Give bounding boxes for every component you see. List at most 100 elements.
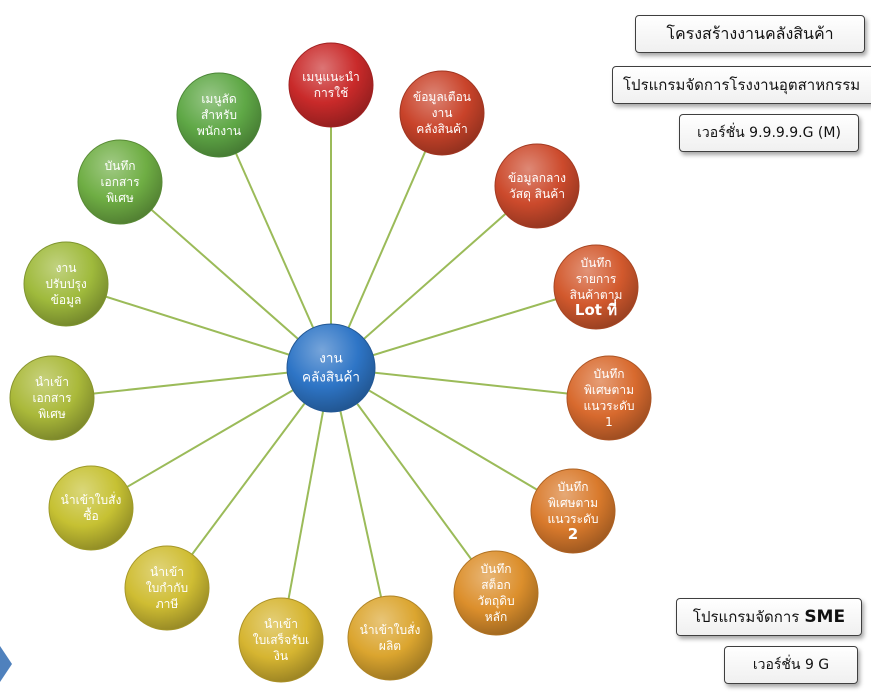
node-special-level-1-label-line: บันทึก	[594, 367, 625, 381]
node-staff-shortcut-circle[interactable]	[176, 72, 262, 158]
node-import-receipt-label-line: งิน	[273, 649, 288, 663]
connector-line	[119, 181, 332, 369]
node-import-po[interactable]: นำเข้าใบสั่งซื้อ	[48, 465, 134, 551]
program-name: โปรแกรมจัดการโรงงานอุตสาหกรรม	[623, 76, 861, 94]
node-import-special-doc-label-line: พิเศษ	[38, 407, 66, 421]
node-warehouse-alert-label-line: งาน	[432, 106, 453, 120]
node-import-special-doc-label-line: เอกสาร	[32, 391, 72, 405]
node-warehouse-alert[interactable]: ข้อมูลเตือนงานคลังสินค้า	[399, 70, 485, 156]
node-data-improve[interactable]: งานปรับปรุงข้อมูล	[23, 241, 109, 327]
node-import-production[interactable]: นำเข้าใบสั่งผลิต	[347, 595, 433, 681]
node-warehouse-alert-circle[interactable]	[399, 70, 485, 156]
node-lot-record-label-line: สินค้าตาม	[570, 288, 623, 302]
node-staff-shortcut-label: เมนูลัดสำหรับพนักงาน	[197, 92, 241, 138]
version-label: เวอร์ชั่น 9.9.9.9.G (M)	[697, 125, 841, 141]
node-import-production-circle[interactable]	[347, 595, 433, 681]
node-warehouse-alert-label-line: ข้อมูลเตือน	[413, 90, 471, 105]
node-central-material-circle[interactable]	[494, 143, 580, 229]
node-import-tax-label-line: ภาษี	[156, 597, 179, 611]
node-import-special-doc-circle[interactable]	[9, 355, 95, 441]
node-lot-record-label-line: บันทึก	[581, 256, 612, 270]
node-import-receipt-label-line: ใบเสร็จรับเ	[253, 632, 310, 647]
node-data-improve-label: งานปรับปรุงข้อมูล	[45, 261, 87, 308]
node-special-doc-record-label: บันทึกเอกสารพิเศษ	[100, 159, 140, 205]
node-import-special-doc[interactable]: นำเข้าเอกสารพิเศษ	[9, 355, 95, 441]
diagram-title-box: โครงสร้างงานคลังสินค้า	[635, 15, 865, 53]
node-special-level-2-circle[interactable]	[530, 468, 616, 554]
node-raw-stock-label: บันทึกสต็อกวัตถุดิบหลัก	[477, 562, 514, 624]
node-special-doc-record-circle[interactable]	[77, 139, 163, 225]
center-node-label-line: คลังสินค้า	[302, 370, 360, 386]
node-data-improve-circle[interactable]	[23, 241, 109, 327]
node-special-doc-record[interactable]: บันทึกเอกสารพิเศษ	[77, 139, 163, 225]
connector-line	[51, 367, 332, 399]
sme-program-bold: SME	[804, 607, 846, 627]
node-raw-stock-label-line: สต็อก	[481, 577, 511, 592]
sme-version-box: เวอร์ชั่น 9 G	[724, 646, 858, 684]
node-staff-shortcut-label-line: พนักงาน	[197, 124, 241, 138]
node-raw-stock-circle[interactable]	[453, 550, 539, 636]
node-raw-stock-label-line: วัตถุดิบ	[477, 594, 514, 609]
node-guide-menu[interactable]: เมนูแนะนำการใช้	[288, 42, 374, 128]
node-data-improve-label-line: ข้อมูล	[51, 293, 82, 308]
node-import-receipt[interactable]: นำเข้าใบเสร็จรับเงิน	[238, 597, 324, 683]
node-special-level-2-label-line: บันทึก	[558, 480, 589, 494]
sme-program-prefix: โปรแกรมจัดการ	[692, 608, 800, 626]
node-data-improve-label-line: ปรับปรุง	[45, 277, 87, 292]
node-import-tax-label-line: ใบกำกับ	[146, 581, 188, 595]
connector-line	[90, 367, 332, 509]
node-import-production-label-line: ผลิต	[379, 639, 401, 653]
node-import-special-doc-label: นำเข้าเอกสารพิเศษ	[32, 375, 72, 421]
node-special-level-1-label-line: 1	[605, 415, 613, 429]
node-raw-stock-label-line: หลัก	[485, 610, 508, 624]
connector-line	[280, 367, 332, 641]
node-guide-menu-label-line: เมนูแนะนำ	[302, 70, 360, 85]
center-node-warehouse[interactable]: งานคลังสินค้า	[286, 323, 376, 413]
node-import-tax[interactable]: นำเข้าใบกำกับภาษี	[124, 545, 210, 631]
connector-line	[330, 367, 391, 639]
node-special-level-1-label-line: แนวระดับ	[584, 399, 635, 413]
node-import-special-doc-label-line: นำเข้า	[35, 375, 69, 389]
node-warehouse-alert-label-line: คลังสินค้า	[416, 122, 468, 136]
node-central-material[interactable]: ข้อมูลกลางวัสดุ สินค้า	[494, 143, 580, 229]
node-raw-stock[interactable]: บันทึกสต็อกวัตถุดิบหลัก	[453, 550, 539, 636]
node-import-po-circle[interactable]	[48, 465, 134, 551]
node-import-receipt-label: นำเข้าใบเสร็จรับเงิน	[253, 617, 310, 663]
connector-line	[330, 367, 574, 512]
node-lot-record-label-line: Lot ที่	[575, 299, 617, 319]
version-box: เวอร์ชั่น 9.9.9.9.G (M)	[679, 114, 859, 152]
diagram-title: โครงสร้างงานคลังสินค้า	[666, 23, 834, 43]
connector-line	[330, 367, 497, 594]
node-data-improve-label-line: งาน	[56, 261, 77, 275]
node-guide-menu-circle[interactable]	[288, 42, 374, 128]
node-special-doc-record-label-line: เอกสาร	[100, 175, 140, 189]
node-import-tax-label: นำเข้าใบกำกับภาษี	[146, 565, 188, 611]
connector-line	[218, 114, 332, 369]
node-import-tax-circle[interactable]	[124, 545, 210, 631]
nav-arrow-icon[interactable]	[0, 646, 12, 682]
node-special-doc-record-label-line: บันทึก	[105, 159, 136, 173]
connector-line	[330, 286, 597, 369]
program-name-box: โปรแกรมจัดการโรงงานอุตสาหกรรม	[612, 66, 871, 104]
node-import-po-label: นำเข้าใบสั่งซื้อ	[61, 491, 122, 523]
node-import-receipt-circle[interactable]	[238, 597, 324, 683]
connector-line	[166, 367, 332, 589]
node-central-material-label-line: วัสดุ สินค้า	[509, 187, 565, 202]
center-node-label: งานคลังสินค้า	[302, 351, 360, 386]
node-special-level-2-label-line: 2	[568, 525, 578, 543]
node-lot-record-circle[interactable]	[553, 244, 639, 330]
node-staff-shortcut-label-line: เมนูลัด	[201, 92, 236, 107]
node-special-doc-record-label-line: พิเศษ	[106, 191, 134, 205]
connector-line	[330, 367, 610, 399]
node-central-material-label-line: ข้อมูลกลาง	[508, 171, 566, 186]
node-guide-menu-label: เมนูแนะนำการใช้	[302, 70, 360, 100]
center-node-circle[interactable]	[286, 323, 376, 413]
node-special-level-1-circle[interactable]	[566, 355, 652, 441]
node-staff-shortcut[interactable]: เมนูลัดสำหรับพนักงาน	[176, 72, 262, 158]
